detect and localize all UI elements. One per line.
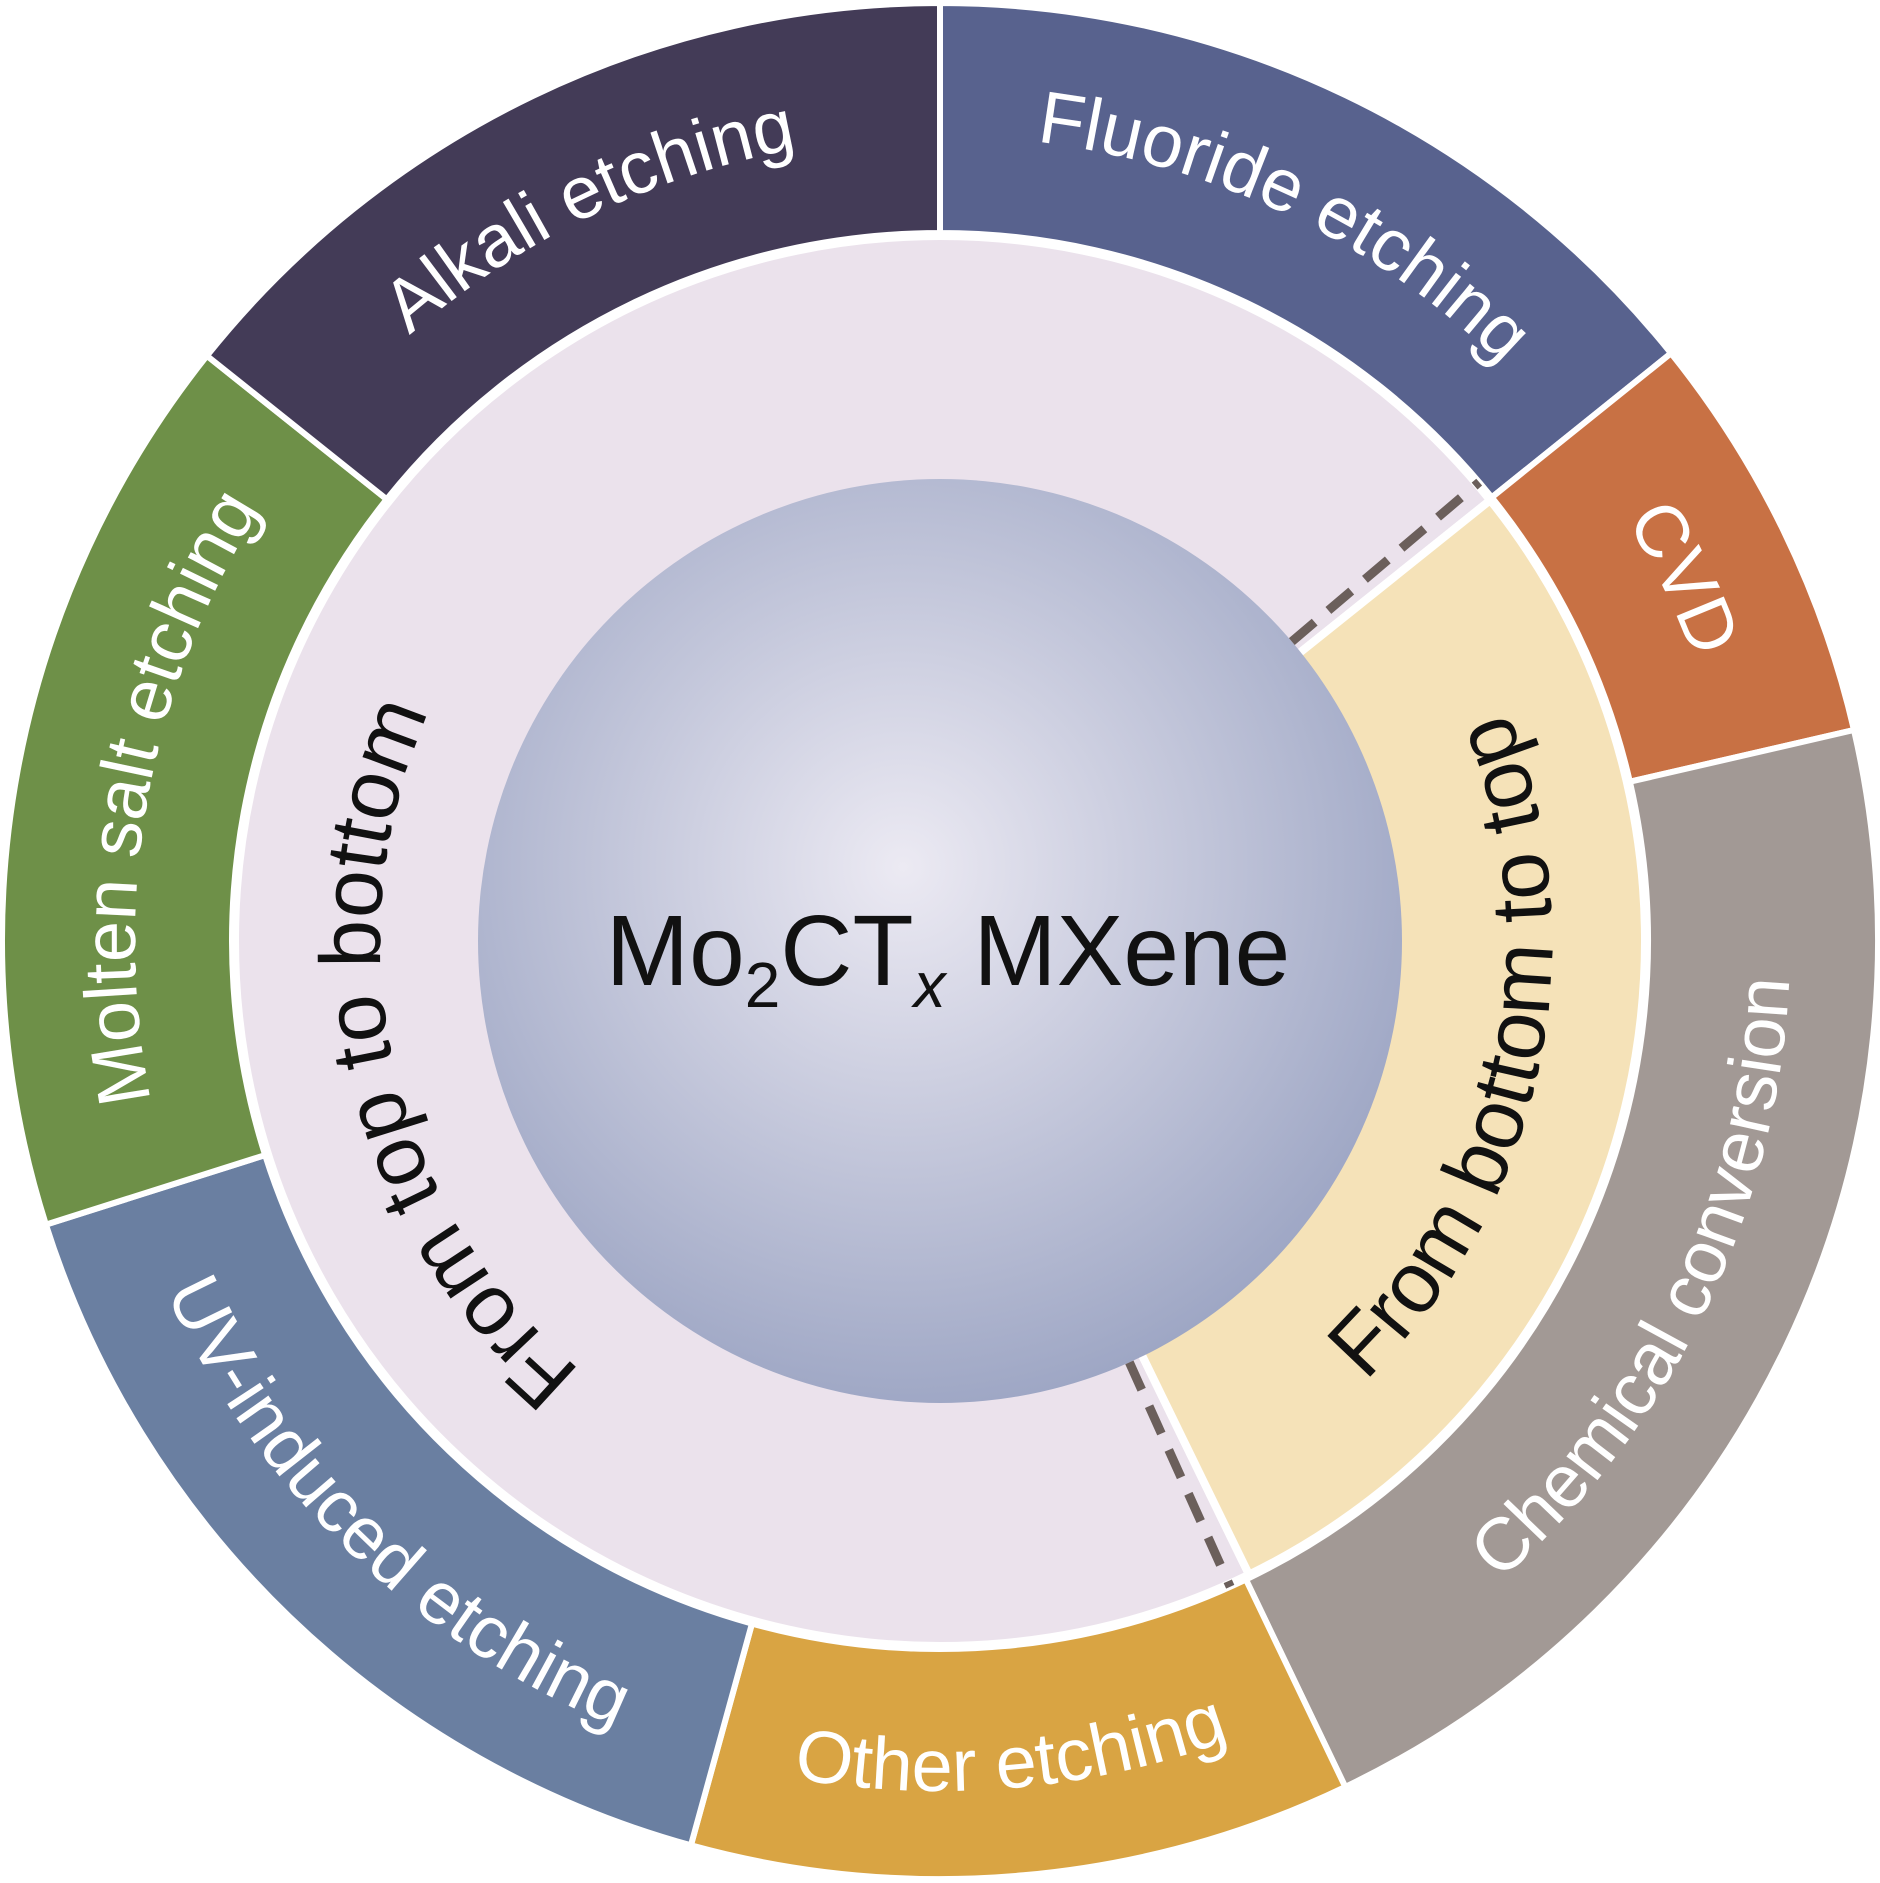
dashed-divider-1 [1288, 478, 1483, 645]
dividers [1125, 478, 1483, 1589]
center-title: Mo2CTx MXene [606, 895, 1290, 1021]
dashed-divider-2 [1125, 1360, 1235, 1589]
mxene-sphere [478, 479, 1402, 1403]
